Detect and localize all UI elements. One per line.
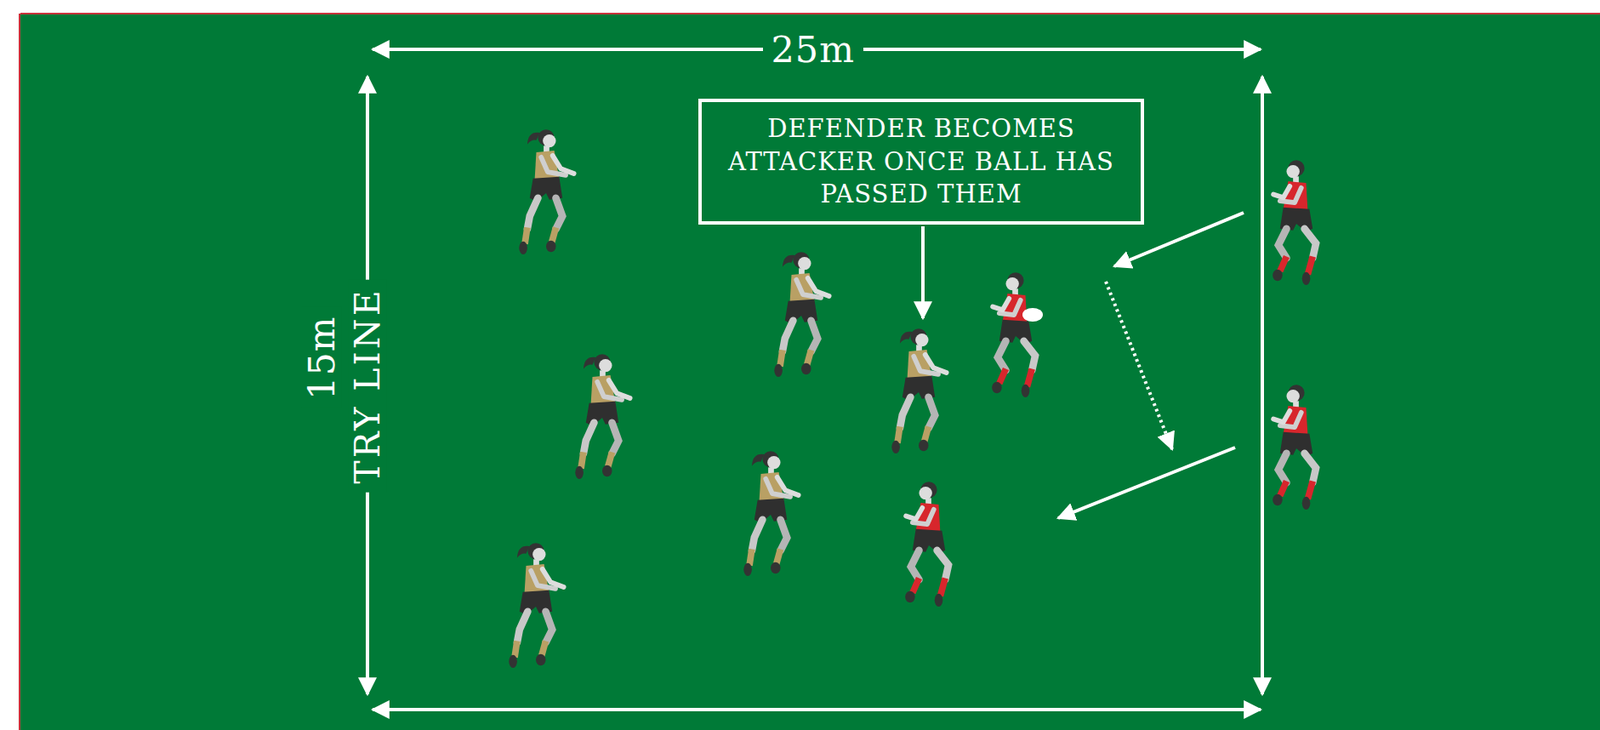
leader-line — [921, 226, 925, 319]
length-line — [1260, 76, 1265, 695]
run-arrow — [1058, 447, 1236, 519]
border-line — [20, 12, 1600, 15]
attacker-figure — [1272, 384, 1316, 510]
line-label: TRY LINE — [348, 279, 388, 492]
defender-figure — [575, 353, 630, 479]
attackers — [905, 159, 1316, 607]
defender-figure — [774, 251, 829, 377]
defender-figure — [518, 129, 574, 255]
defender-figure — [743, 450, 798, 576]
note-box: DEFENDER BECOMES ATTACKER ONCE BALL HAS … — [698, 98, 1145, 225]
defender-figure — [891, 328, 946, 454]
attacker-figure — [991, 272, 1043, 398]
width-line — [372, 707, 1261, 712]
note-text: DEFENDER BECOMES ATTACKER ONCE BALL HAS … — [713, 112, 1129, 211]
rugby-ball — [1022, 307, 1043, 322]
pass-arrow — [1105, 281, 1173, 450]
border-line — [18, 13, 21, 730]
defender-figure — [508, 542, 564, 668]
dimension-label: 15m — [301, 307, 342, 409]
dimension-arrows — [367, 49, 1263, 710]
pitch-ground — [20, 14, 1600, 730]
attacker-figure — [905, 481, 949, 607]
dimension-label: 25m — [762, 29, 865, 70]
attacker-figure — [1272, 159, 1316, 285]
movement-arrows — [1058, 212, 1244, 519]
